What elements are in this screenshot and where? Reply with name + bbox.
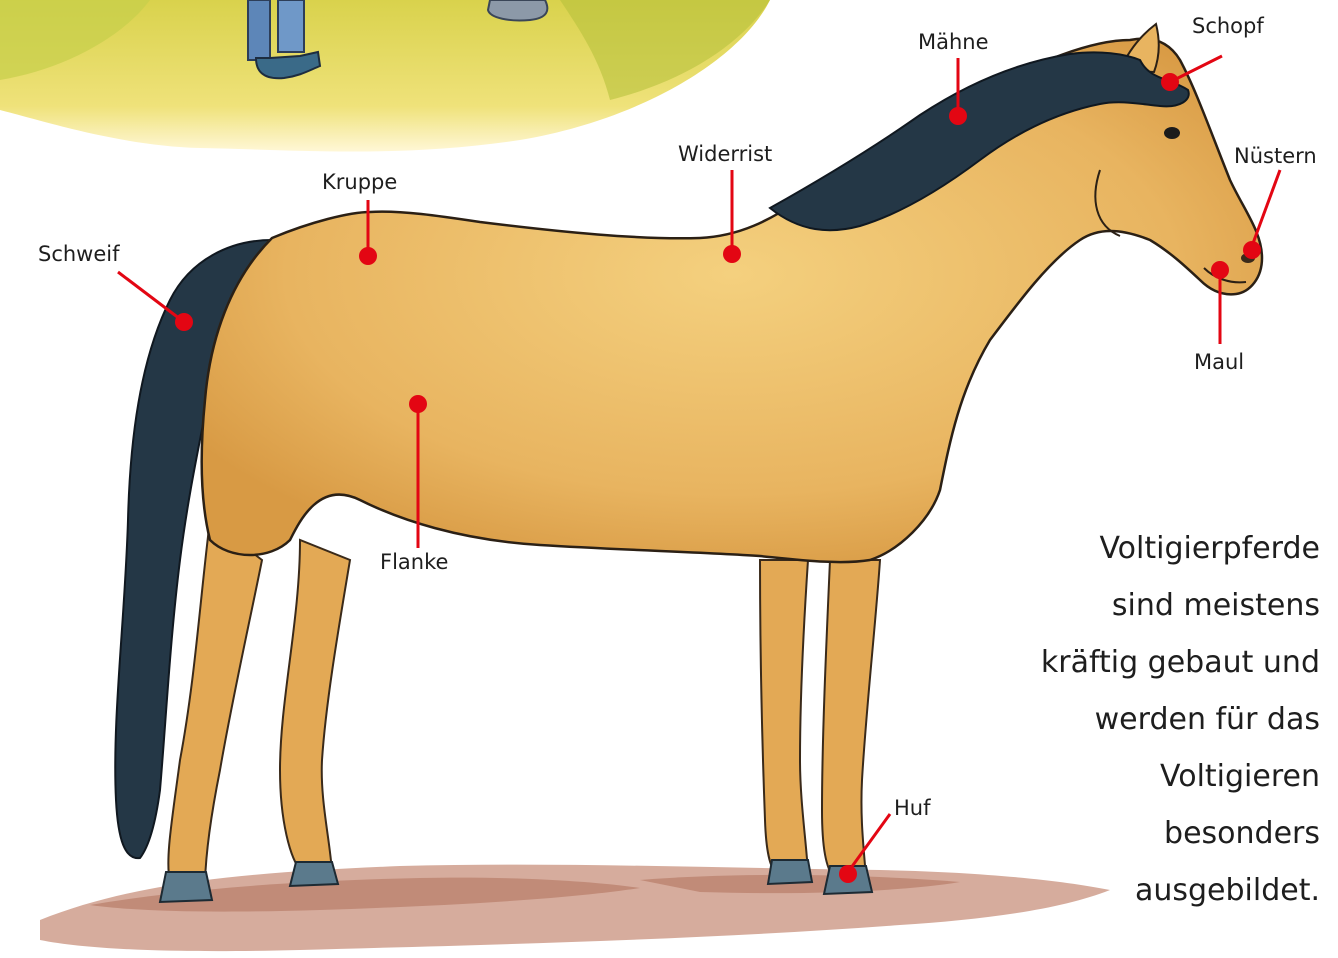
- label-schweif: Schweif: [38, 244, 120, 265]
- marker-kruppe: [359, 247, 377, 265]
- caption-line: Voltigieren: [980, 748, 1320, 805]
- marker-maehne: [949, 107, 967, 125]
- marker-huf: [839, 865, 857, 883]
- marker-maul: [1211, 261, 1229, 279]
- label-schopf: Schopf: [1192, 16, 1264, 37]
- caption-text: Voltigierpferde sind meistens kräftig ge…: [980, 520, 1320, 919]
- marker-widerrist: [723, 245, 741, 263]
- marker-schweif: [175, 313, 193, 331]
- caption-line: kräftig gebaut und: [980, 634, 1320, 691]
- grass-scene: [0, 0, 770, 152]
- caption-line: sind meistens: [980, 577, 1320, 634]
- eye-drawing: [1164, 127, 1180, 139]
- marker-schopf: [1161, 73, 1179, 91]
- label-maehne: Mähne: [918, 32, 989, 53]
- label-huf: Huf: [894, 798, 931, 819]
- label-nuestern: Nüstern: [1234, 146, 1317, 167]
- label-flanke: Flanke: [380, 552, 448, 573]
- marker-flanke: [409, 395, 427, 413]
- label-kruppe: Kruppe: [322, 172, 397, 193]
- legs-drawing: [168, 520, 880, 882]
- caption-line: Voltigierpferde: [980, 520, 1320, 577]
- label-maul: Maul: [1194, 352, 1244, 373]
- caption-line: ausgebildet.: [980, 862, 1320, 919]
- marker-nuestern: [1243, 241, 1261, 259]
- caption-line: werden für das: [980, 691, 1320, 748]
- caption-line: besonders: [980, 805, 1320, 862]
- label-widerrist: Widerrist: [678, 144, 772, 165]
